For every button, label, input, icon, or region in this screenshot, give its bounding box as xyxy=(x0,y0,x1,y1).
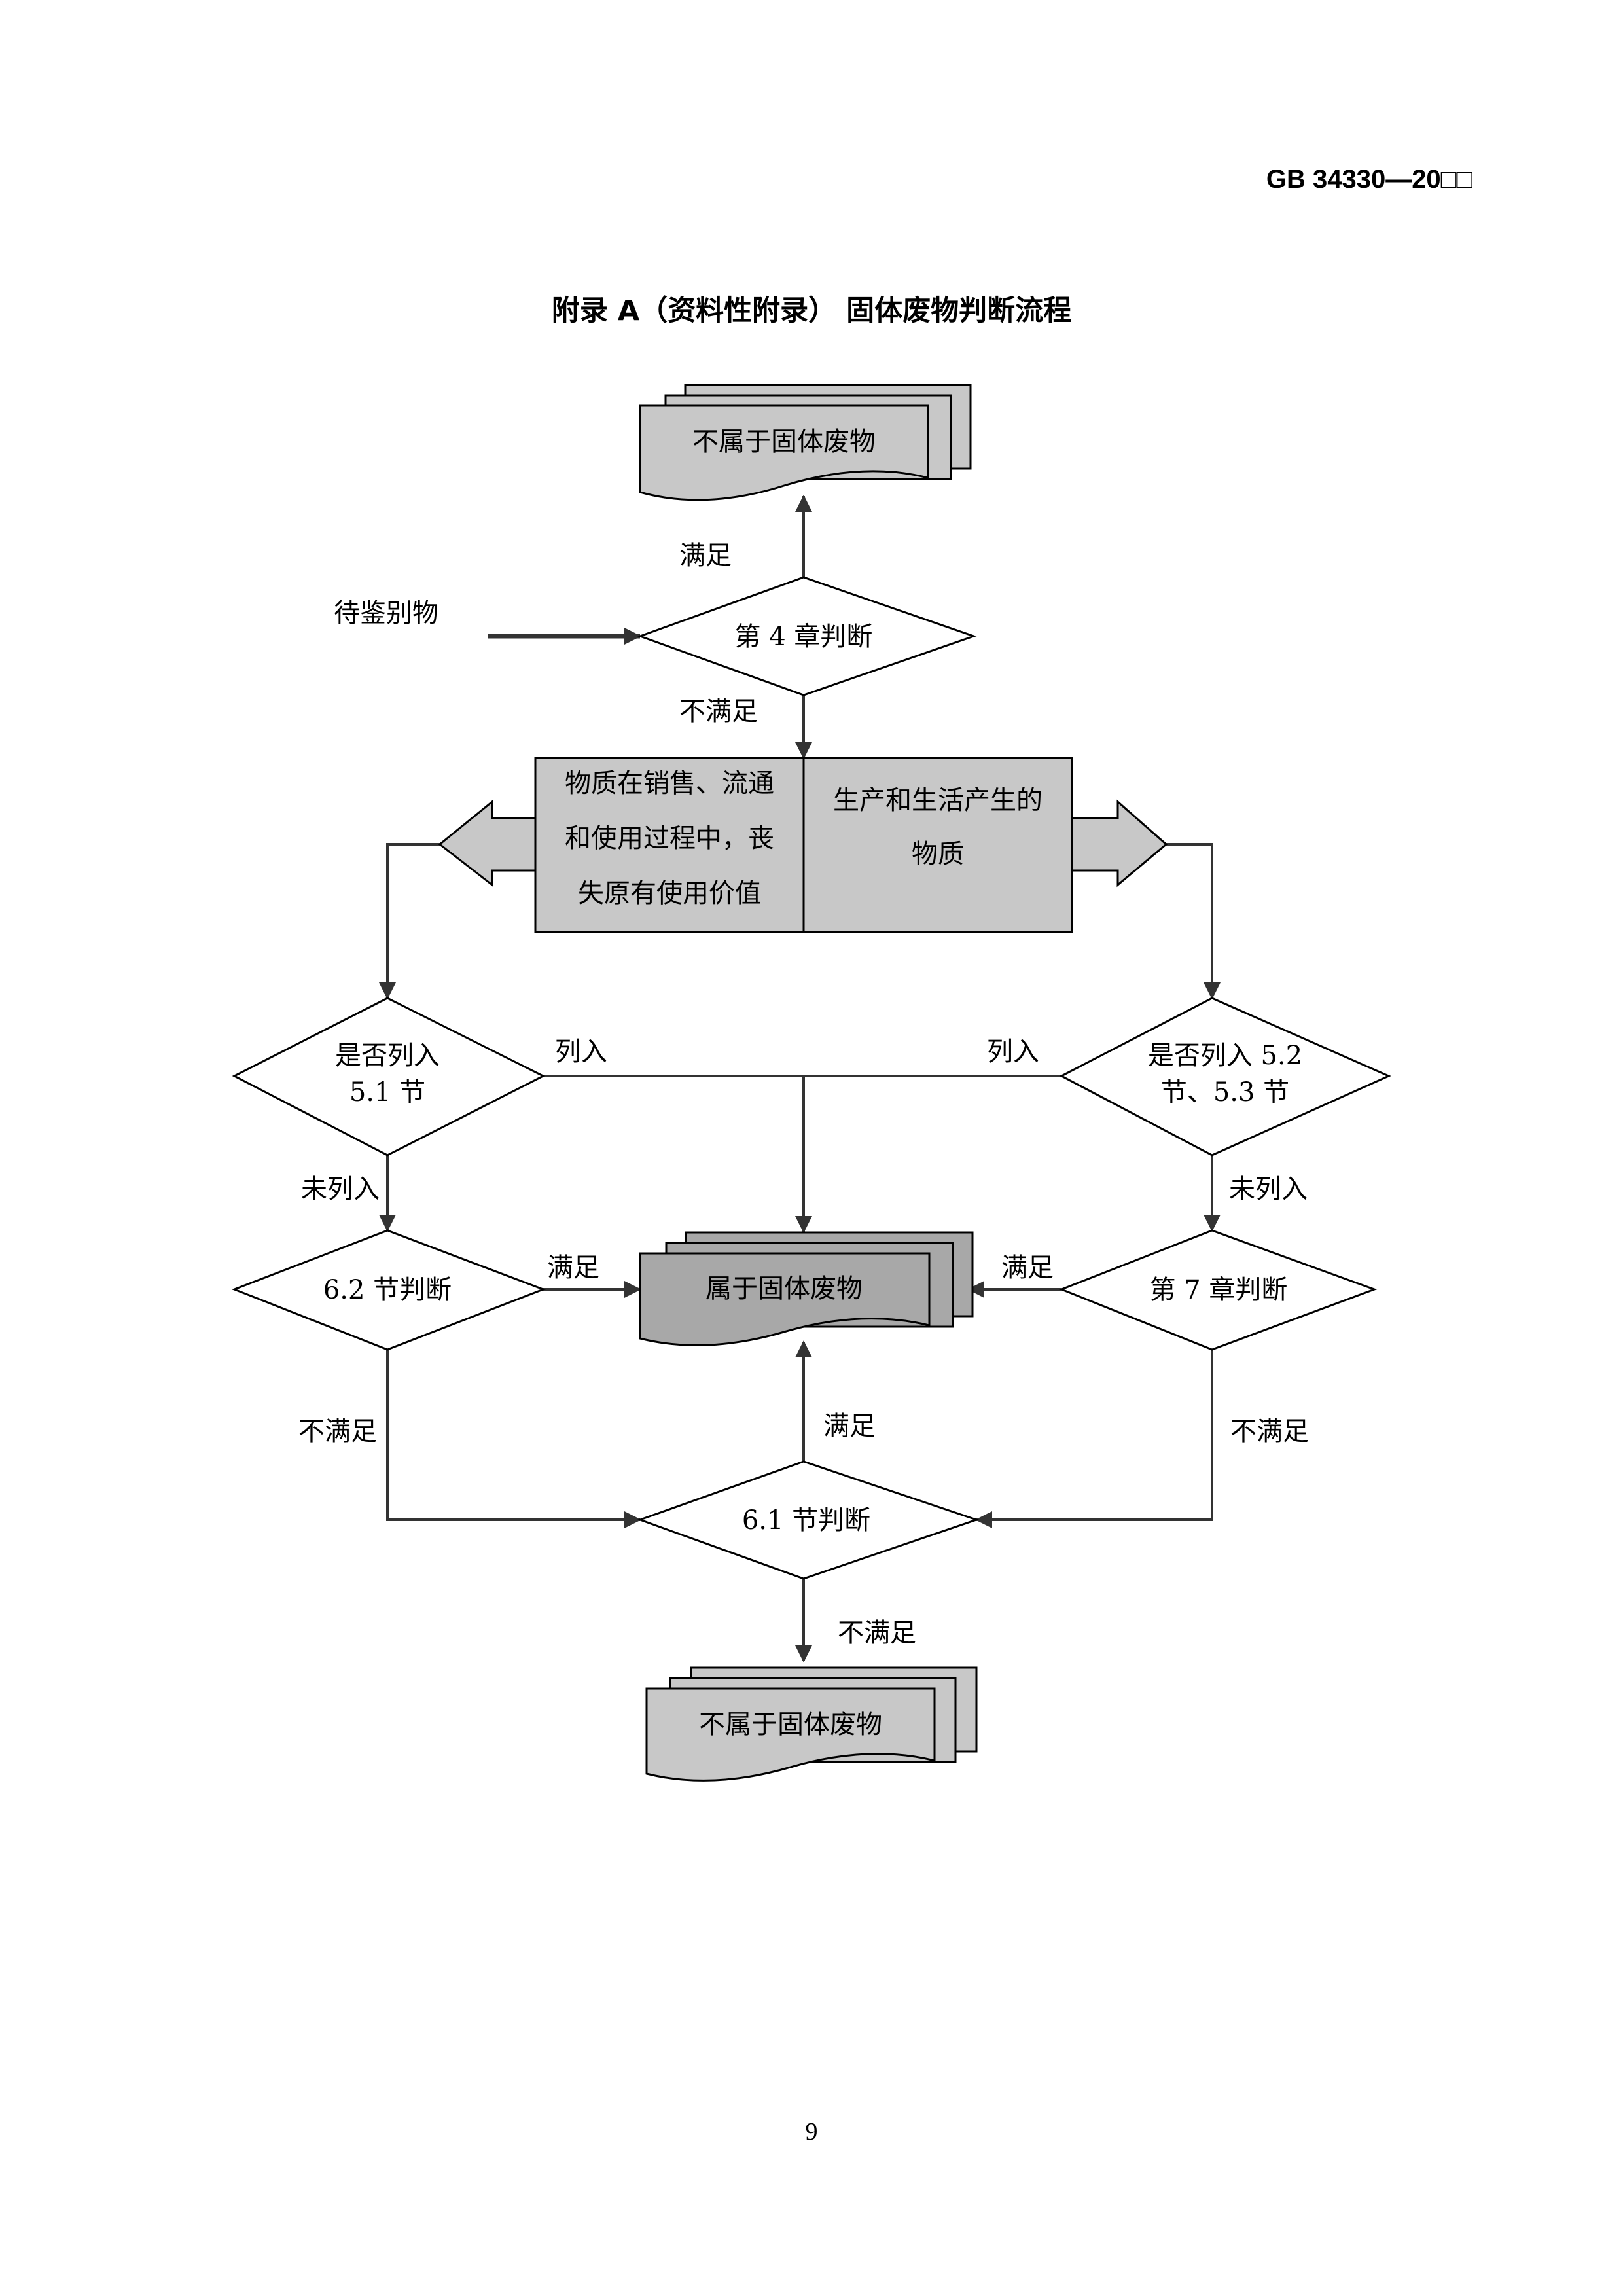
split-left-arrow xyxy=(438,799,537,888)
top-result-label: 不属于固体废物 xyxy=(692,427,876,457)
edge-label-not-listed-left: 未列入 xyxy=(301,1174,380,1204)
connector-62-unsatisfied xyxy=(386,1350,641,1528)
right-decision-line-1: 是否列入 5.2 xyxy=(1148,1041,1302,1071)
edge-label-unsatisfied-ch7: 不满足 xyxy=(1230,1416,1309,1446)
top-result-node xyxy=(639,384,972,501)
edge-label-unsatisfied-62: 不满足 xyxy=(298,1416,377,1446)
chapter4-decision-label: 第 4 章判断 xyxy=(735,622,873,652)
decision-chapter7-label: 第 7 章判断 xyxy=(1150,1275,1288,1305)
center-result-label: 属于固体废物 xyxy=(705,1274,863,1304)
edge-label-listed-right: 列入 xyxy=(987,1037,1039,1067)
left-decision-line-2: 5.1 节 xyxy=(349,1077,425,1107)
bottom-result-label: 不属于固体废物 xyxy=(699,1710,882,1740)
chapter4-decision xyxy=(637,576,977,696)
center-result-node xyxy=(639,1231,974,1346)
page-number: 9 xyxy=(805,2118,818,2145)
decision-6-1 xyxy=(637,1460,980,1580)
appendix-title: 附录 A（资料性附录） 固体废物判断流程 xyxy=(551,295,1072,327)
edge-label-satisfied-ch7: 满足 xyxy=(1001,1253,1054,1283)
split-right-box xyxy=(802,757,1073,933)
split-right-arrow xyxy=(1063,799,1168,888)
edge-label-unsatisfied-61: 不满足 xyxy=(838,1618,916,1648)
split-left-line-3: 失原有使用价值 xyxy=(578,878,761,908)
document-number: GB 34330—20□□ xyxy=(1266,165,1472,194)
edge-label-satisfied-62: 满足 xyxy=(547,1253,599,1283)
right-decision-line-2: 节、5.3 节 xyxy=(1161,1077,1289,1107)
connector-split-to-left xyxy=(379,843,440,999)
split-right-line-2: 物质 xyxy=(912,839,964,869)
connector-split-to-right xyxy=(1166,843,1221,999)
split-left-box xyxy=(534,757,805,933)
split-right-line-1: 生产和生活产生的 xyxy=(833,785,1043,816)
edge-label-unsatisfied-ch4: 不满足 xyxy=(679,696,758,726)
connector-ch7-unsatisfied xyxy=(975,1350,1213,1528)
edge-label-not-listed-right: 未列入 xyxy=(1229,1174,1308,1204)
bottom-result-node xyxy=(645,1666,978,1782)
decision-chapter7 xyxy=(1058,1229,1378,1351)
left-decision-5-1 xyxy=(232,997,546,1157)
decision-6-2-label: 6.2 节判断 xyxy=(323,1275,452,1305)
left-decision-line-1: 是否列入 xyxy=(335,1041,440,1071)
edge-label-listed-left: 列入 xyxy=(555,1037,607,1067)
input-label: 待鉴别物 xyxy=(334,598,438,628)
decision-6-1-label: 6.1 节判断 xyxy=(742,1505,870,1535)
right-decision-5-2-5-3 xyxy=(1059,997,1391,1157)
edge-label-satisfied-61: 满足 xyxy=(823,1411,876,1441)
decision-6-2 xyxy=(231,1229,546,1351)
split-left-line-2: 和使用过程中，丧 xyxy=(565,823,774,853)
edge-label-satisfied-top: 满足 xyxy=(679,541,732,571)
split-left-line-1: 物质在销售、流通 xyxy=(565,768,774,798)
